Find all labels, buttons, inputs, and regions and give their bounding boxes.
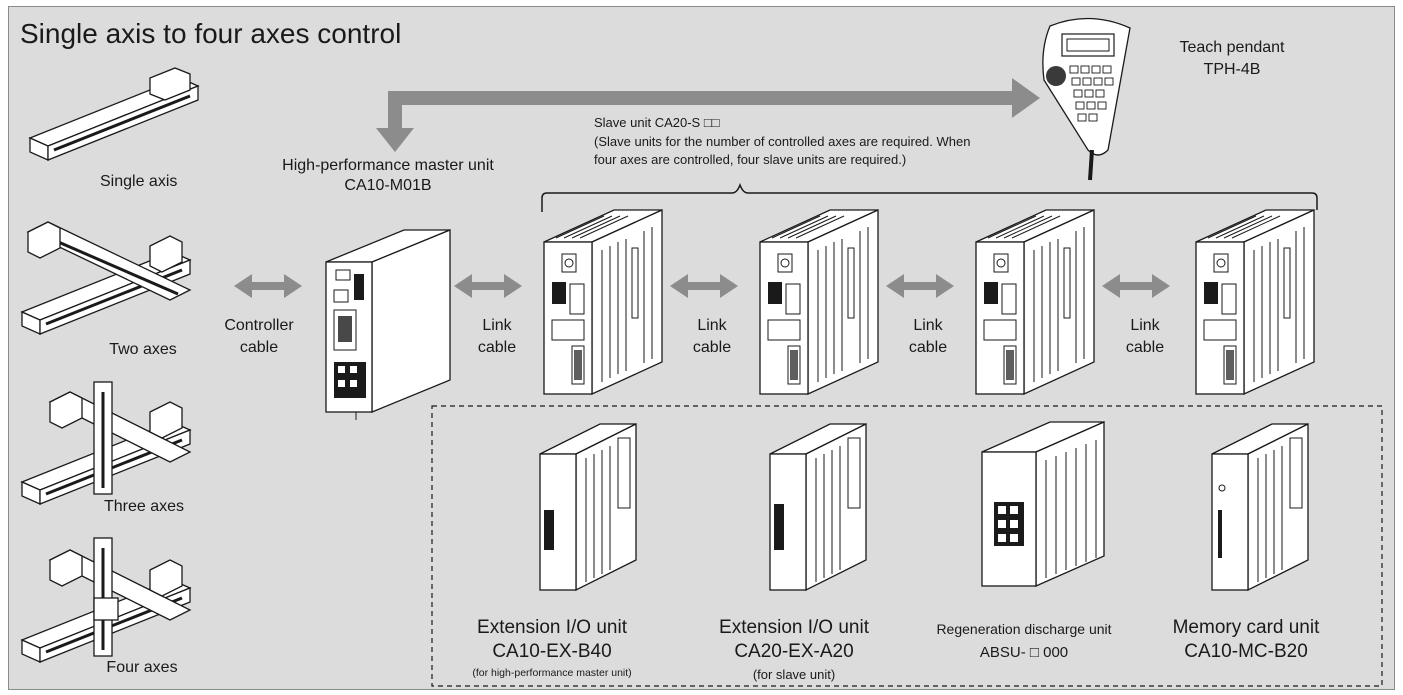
link-cable-arrow [670, 274, 738, 298]
link-cable-label-line1: Link [1130, 317, 1160, 334]
slave-unit-icon [975, 209, 1095, 395]
slave-unit-note-line2: four axes are controlled, four slave uni… [594, 152, 907, 167]
four-axes-actuator-icon [20, 537, 192, 664]
two-axes-actuator-icon [20, 221, 192, 336]
extension-io-unit-icon [769, 422, 867, 592]
option-note: (for slave unit) [752, 667, 836, 682]
master-unit-icon [325, 229, 451, 421]
option-name: Memory card unit [1172, 617, 1320, 638]
four-axes-label: Four axes [106, 659, 178, 676]
teach-pendant-icon [1042, 17, 1131, 181]
controller-cable-label-line2: cable [239, 339, 279, 356]
controller-cable-arrow [234, 274, 302, 298]
link-cable-label-line2: cable [1125, 339, 1165, 356]
link-cable-label-line2: cable [908, 339, 948, 356]
three-axes-label: Three axes [103, 498, 185, 515]
teach-pendant-title: Teach pendant [1179, 39, 1285, 56]
option-model: CA20-EX-A20 [734, 641, 854, 662]
option-model: CA10-EX-B40 [492, 641, 612, 662]
memory-card-unit-icon [1211, 422, 1309, 592]
link-cable-arrow [886, 274, 954, 298]
link-cable-label-line1: Link [913, 317, 943, 334]
teach-pendant-model: TPH-4B [1203, 61, 1261, 78]
link-cable-label-line2: cable [477, 339, 517, 356]
link-cable-arrow [454, 274, 522, 298]
option-name: Extension I/O unit [477, 617, 627, 638]
extension-io-unit-icon [539, 422, 637, 592]
slave-group-bracket [541, 182, 1318, 212]
link-cable-label-line1: Link [482, 317, 512, 334]
regeneration-discharge-unit-icon [981, 421, 1105, 587]
option-model: CA10-MC-B20 [1184, 641, 1308, 662]
option-model: ABSU- □ 000 [979, 644, 1069, 661]
slave-unit-icon [1195, 209, 1315, 395]
controller-cable-label-line1: Controller [224, 317, 294, 334]
single-axis-label: Single axis [100, 173, 178, 190]
diagram-frame [8, 6, 1395, 690]
slave-unit-note-line1: (Slave units for the number of controlle… [594, 134, 971, 149]
three-axes-actuator-icon [20, 381, 192, 506]
slave-unit-icon [759, 209, 879, 395]
option-note: (for high-performance master unit) [472, 667, 632, 679]
link-cable-arrow [1102, 274, 1170, 298]
two-axes-label: Two axes [109, 341, 177, 358]
link-cable-label-line2: cable [692, 339, 732, 356]
slave-unit-title: Slave unit CA20-S □□ [594, 115, 720, 130]
slave-unit-icon [543, 209, 663, 395]
master-unit-title: High-performance master unit [282, 157, 494, 174]
link-cable-label-line1: Link [697, 317, 727, 334]
pendant-link-arrow [376, 78, 1040, 152]
master-unit-model: CA10-M01B [344, 177, 432, 194]
options-group-box [431, 405, 1383, 687]
option-name: Regeneration discharge unit [936, 621, 1112, 637]
option-name: Extension I/O unit [719, 617, 869, 638]
single-axis-actuator-icon [28, 67, 200, 162]
diagram-title: Single axis to four axes control [20, 18, 402, 49]
